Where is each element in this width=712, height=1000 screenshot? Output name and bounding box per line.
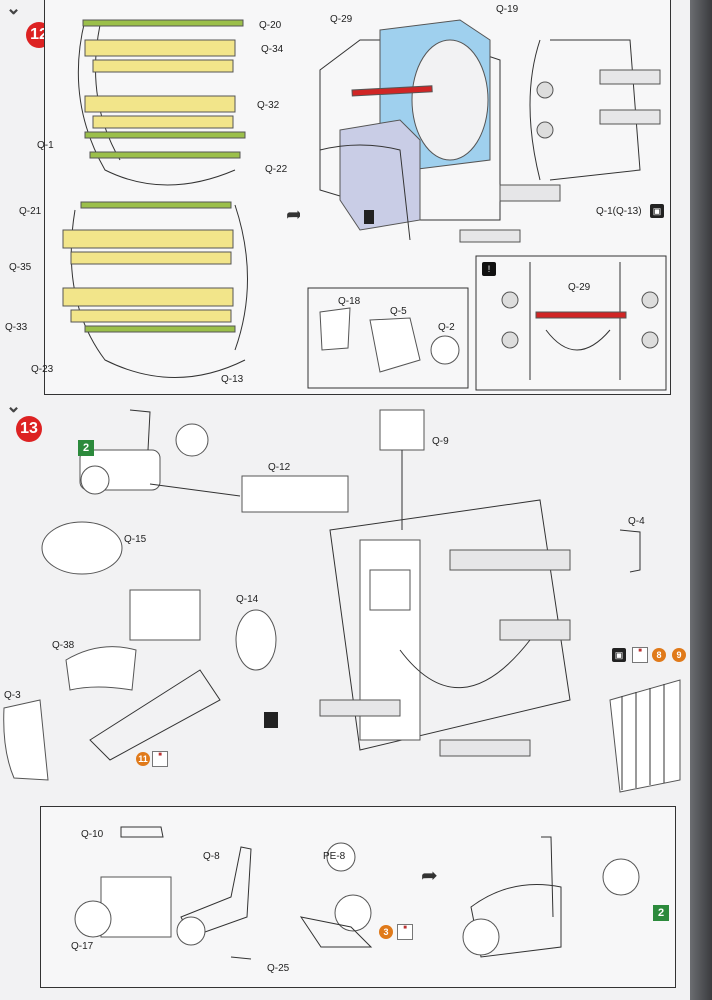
turret-assembly-diagram [307,19,667,391]
label-q23: Q-23 [31,364,54,375]
next-arrow-icon: ➦ [421,865,438,887]
label-q10: Q-10 [81,829,104,840]
chevron-down-icon: ⌄ [6,396,22,416]
step-13-number: 13 [16,416,42,442]
page-edge-shadow [690,0,712,1000]
label-q5: Q-5 [390,306,407,317]
label-q17: Q-17 [71,941,94,952]
step-12-right-panel: Q-29 Q-19 Q-1(Q-13) ▣ Q-18 Q-5 Q-2 ! Q-2… [300,0,671,395]
gun-rack-diagram [62,19,248,378]
next-arrow-icon: ➦ [286,204,303,226]
instruction-sheet: ⌄ 12 Q-20 Q-34 [0,0,690,1000]
label-q12: Q-12 [268,462,291,473]
paint-badge-9: 9 [672,648,686,662]
subassembly-2-badge: 2 [78,440,94,456]
label-q25: Q-25 [267,963,290,974]
label-q4: Q-4 [628,516,645,527]
label-q38: Q-38 [52,640,75,651]
paint-badge-3: 3 [379,925,393,939]
glue-icon: ▣ [612,648,626,662]
label-q32: Q-32 [257,100,280,111]
label-q9: Q-9 [432,436,449,447]
glue-icon: ▣ [650,204,664,218]
exclamation-icon: ! [482,262,496,276]
paint-chip-icon: ■ [632,647,648,663]
label-q33: Q-33 [5,322,28,333]
subassembly-diagram [74,826,640,960]
label-q20: Q-20 [259,20,282,31]
step-12-left-panel: Q-20 Q-34 Q-1 Q-32 Q-22 Q-21 Q-35 Q-33 Q… [5,0,302,395]
paint-chip-icon: ■ [397,924,413,940]
label-q2: Q-2 [438,322,455,333]
label-q18: Q-18 [338,296,361,307]
label-q29-detail: Q-29 [568,282,591,293]
label-q34: Q-34 [261,44,284,55]
label-q19: Q-19 [496,4,519,15]
label-q14: Q-14 [236,594,259,605]
label-q15: Q-15 [124,534,147,545]
label-q35: Q-35 [9,262,32,273]
paint-badge-8: 8 [652,648,666,662]
label-q29: Q-29 [330,14,353,25]
label-q8: Q-8 [203,851,220,862]
paint-chip-icon: ■ [152,751,168,767]
label-q1: Q-1 [37,140,54,151]
label-q21: Q-21 [19,206,42,217]
result-badge-2: 2 [653,905,669,921]
label-q1-q13: Q-1(Q-13) [596,206,642,217]
label-q3: Q-3 [4,690,21,701]
step-13-subassembly-box: Q-10 Q-8 PE-8 Q-17 Q-25 3 ■ ➦ 2 [40,806,676,988]
label-pe8: PE-8 [323,851,346,862]
step-13-diagram [3,409,681,793]
label-q22: Q-22 [265,164,288,175]
label-q13: Q-13 [221,374,244,385]
paint-badge-11: 11 [136,752,150,766]
chevron-down-icon: ⌄ [6,0,22,18]
